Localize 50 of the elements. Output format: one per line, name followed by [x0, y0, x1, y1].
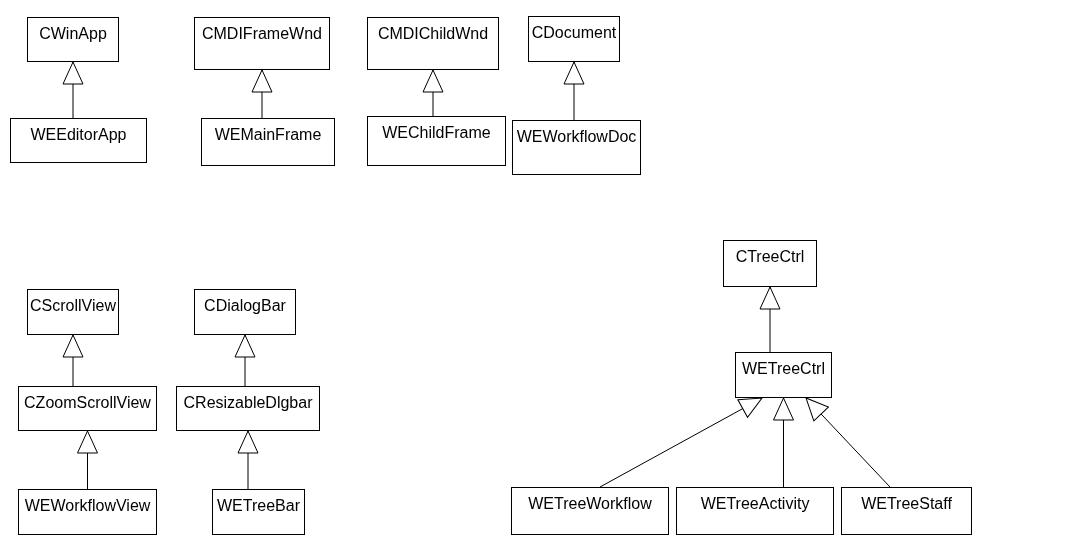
inheritance-arrow — [62, 61, 84, 119]
class-name: WETreeCtrl — [742, 360, 825, 378]
inheritance-arrow — [237, 430, 259, 490]
inheritance-arrow — [234, 334, 256, 387]
inheritance-arrow — [77, 430, 98, 490]
class-name: WEEditorApp — [30, 126, 127, 144]
class-name: CDocument — [531, 24, 617, 42]
class-box — [367, 116, 506, 166]
class-name: WEWorkflowDoc — [516, 128, 637, 146]
inheritance-arrow — [251, 69, 273, 119]
class-name: CWinApp — [39, 25, 107, 43]
class-box — [511, 487, 669, 535]
class-name: CMDIFrameWnd — [202, 25, 322, 43]
class-box — [27, 17, 119, 62]
class-box — [18, 386, 157, 431]
class-box — [735, 352, 832, 398]
inheritance-arrow — [599, 397, 763, 488]
class-name: WETreeStaff — [861, 495, 952, 513]
class-box — [723, 240, 817, 287]
class-box — [841, 487, 972, 535]
class-box — [367, 17, 499, 70]
class-box — [18, 489, 157, 535]
inheritance-arrow — [563, 61, 585, 121]
inheritance-arrow — [805, 397, 891, 488]
class-name: WEWorkflowView — [24, 497, 151, 515]
inheritance-arrow — [773, 397, 794, 488]
class-box — [194, 17, 330, 70]
class-name: WETreeBar — [217, 497, 300, 515]
class-box — [176, 386, 320, 431]
inheritance-arrow — [422, 69, 444, 117]
class-name: CMDIChildWnd — [377, 25, 489, 43]
class-box — [194, 289, 296, 335]
class-name: WETreeWorkflow — [528, 495, 652, 513]
class-box — [528, 16, 620, 62]
class-box — [512, 120, 641, 175]
class-box — [10, 118, 147, 163]
class-name: WETreeActivity — [700, 495, 810, 513]
class-box — [201, 118, 335, 166]
class-name: CResizableDlgbar — [183, 394, 313, 412]
inheritance-arrow — [759, 286, 781, 353]
class-name: CZoomScrollView — [24, 394, 151, 412]
class-name: CTreeCtrl — [735, 248, 805, 266]
inheritance-arrow — [62, 334, 84, 387]
class-name: WEMainFrame — [214, 126, 322, 144]
class-name: CDialogBar — [204, 297, 286, 315]
class-box — [676, 487, 834, 535]
class-name: WEChildFrame — [382, 124, 491, 142]
class-box — [27, 289, 119, 335]
class-name: CScrollView — [30, 297, 116, 315]
class-box — [212, 489, 305, 535]
